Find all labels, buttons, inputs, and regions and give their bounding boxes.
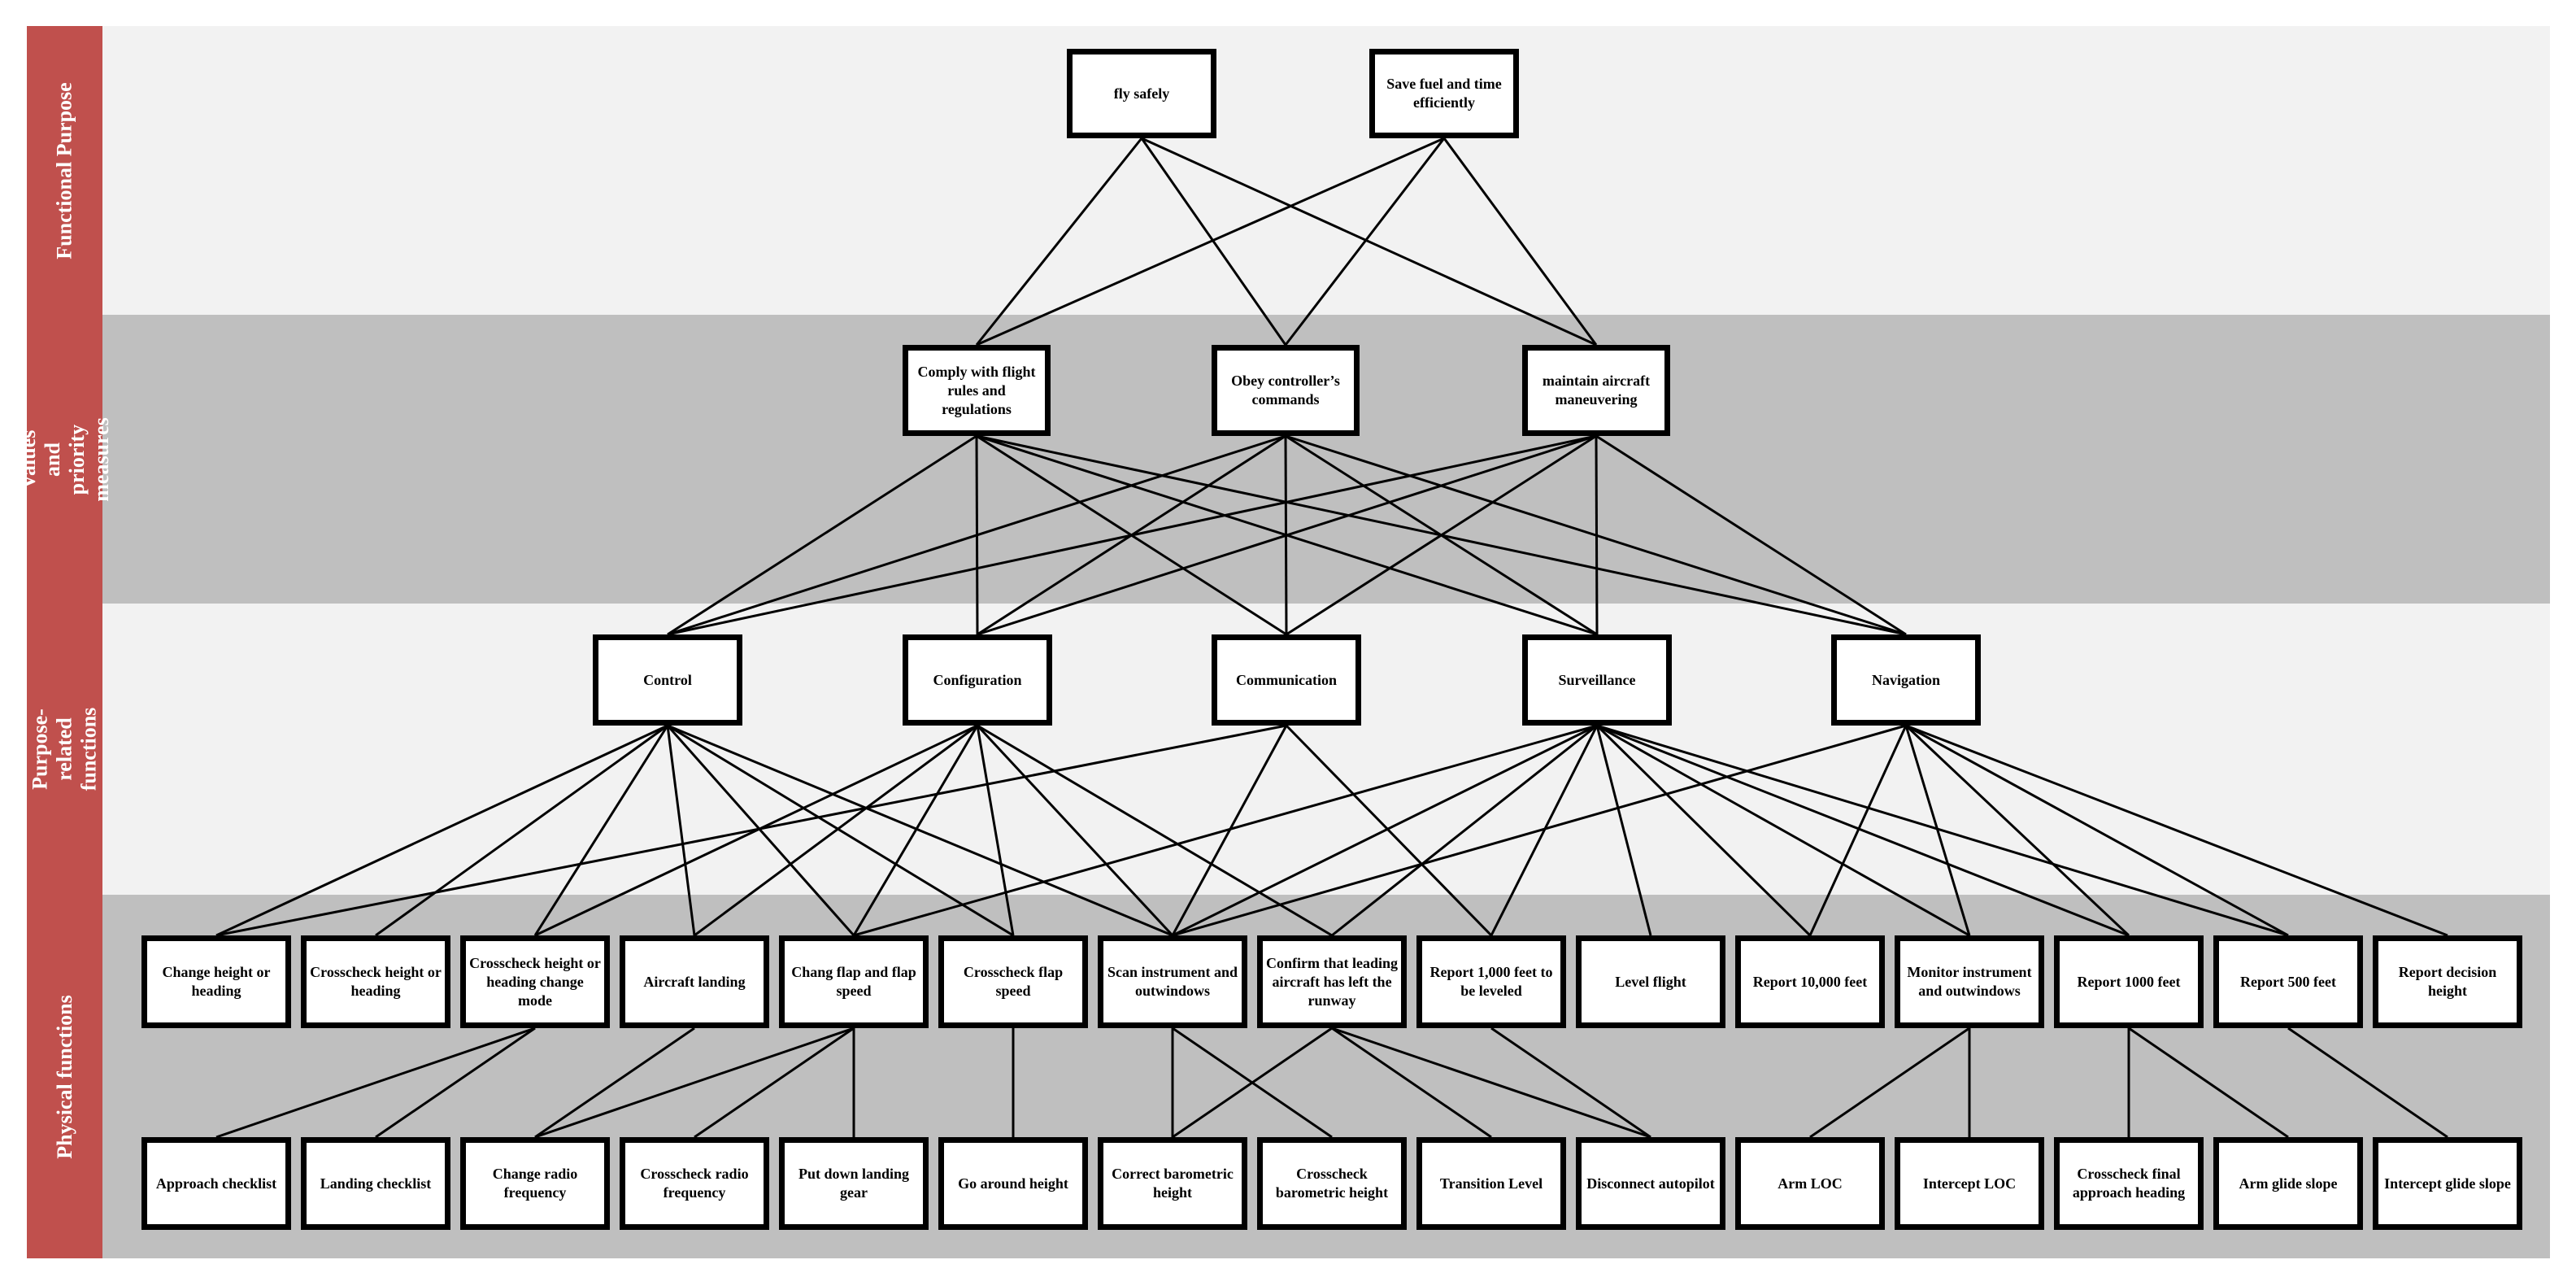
node-transition-level: Transition Level (1416, 1137, 1566, 1230)
link-surveillance-p9 (1490, 725, 1599, 936)
node-report-10000: Report 10,000 feet (1735, 935, 1885, 1028)
link-surveillance-p10 (1595, 725, 1652, 936)
link-p5-b3 (534, 1027, 855, 1139)
link-maintain-surveillance (1595, 435, 1599, 635)
link-p4-b3 (534, 1027, 695, 1139)
link-save_fuel-obey (1284, 137, 1446, 346)
link-control-p2 (375, 724, 668, 937)
link-surveillance-p12 (1596, 724, 1970, 937)
link-p3-b1 (215, 1027, 536, 1139)
node-configuration: Configuration (903, 634, 1052, 726)
link-save_fuel-maintain (1442, 137, 1598, 346)
node-confirm-runway-clear: Confirm that leading aircraft has left t… (1257, 935, 1407, 1028)
link-fly_safely-maintain (1141, 137, 1597, 347)
link-configuration-p6 (976, 725, 1015, 936)
node-level-flight: Level flight (1576, 935, 1725, 1028)
node-crosscheck-final-approach-heading: Crosscheck final approach heading (2054, 1137, 2204, 1230)
node-report-decision-height: Report decision height (2373, 935, 2522, 1028)
link-p14-b15 (2287, 1027, 2448, 1139)
functional-purpose-band (102, 26, 2550, 315)
node-change-radio-frequency: Change radio frequency (460, 1137, 610, 1230)
node-scan-instrument: Scan instrument and outwindows (1098, 935, 1247, 1028)
link-configuration-p5 (852, 725, 979, 936)
link-navigation-p11 (1808, 725, 1908, 936)
link-surveillance-p7 (1172, 724, 1598, 937)
node-communication: Communication (1212, 634, 1361, 726)
link-control-p6 (667, 724, 1014, 937)
link-fly_safely-comply (975, 137, 1143, 346)
link-surveillance-p8 (1331, 724, 1598, 937)
node-obey-controller: Obey controller’s commands (1212, 345, 1360, 436)
link-p9-b10 (1490, 1027, 1651, 1139)
link-p13-b14 (2128, 1027, 2289, 1139)
link-configuration-p8 (977, 724, 1333, 937)
node-maintain-maneuvering: maintain aircraft maneuvering (1522, 345, 1670, 436)
link-p12-b11 (1809, 1027, 1970, 1139)
link-control-p1 (215, 724, 668, 937)
node-crosscheck-heading-change-mode: Crosscheck height or heading change mode (460, 935, 610, 1028)
node-aircraft-landing: Aircraft landing (620, 935, 769, 1028)
node-crosscheck-flap-speed: Crosscheck flap speed (938, 935, 1088, 1028)
node-arm-glide-slope: Arm glide slope (2213, 1137, 2363, 1230)
node-correct-barometric-height: Correct barometric height (1098, 1137, 1247, 1230)
link-p7-b8 (1172, 1027, 1333, 1139)
link-p5-b4 (694, 1027, 855, 1139)
node-report-1000: Report 1000 feet (2054, 935, 2204, 1028)
node-crosscheck-barometric-height: Crosscheck barometric height (1257, 1137, 1407, 1230)
node-report-1000-leveled: Report 1,000 feet to be leveled (1416, 935, 1566, 1028)
link-maintain-communication (1286, 434, 1597, 636)
node-report-500: Report 500 feet (2213, 935, 2363, 1028)
link-p3-b2 (375, 1027, 536, 1139)
node-go-around-height: Go around height (938, 1137, 1088, 1230)
link-control-p5 (666, 725, 855, 936)
node-intercept-loc: Intercept LOC (1895, 1137, 2044, 1230)
link-maintain-configuration (977, 434, 1597, 636)
node-control: Control (593, 634, 742, 726)
link-navigation-p14 (1905, 724, 2289, 937)
node-save-fuel: Save fuel and time efficiently (1369, 49, 1519, 138)
node-fly-safely: fly safely (1067, 49, 1216, 138)
node-intercept-glide-slope: Intercept glide slope (2373, 1137, 2522, 1230)
link-maintain-control (667, 434, 1597, 636)
link-p8-b10 (1331, 1027, 1651, 1139)
link-navigation-p13 (1904, 724, 2130, 937)
link-configuration-p4 (694, 724, 978, 937)
link-surveillance-p5 (853, 724, 1598, 937)
node-crosscheck-radio-frequency: Crosscheck radio frequency (620, 1137, 769, 1230)
node-disconnect-autopilot: Disconnect autopilot (1576, 1137, 1725, 1230)
node-comply-rules: Comply with flight rules and regulations (903, 345, 1051, 436)
link-save_fuel-comply (976, 137, 1445, 347)
link-configuration-p7 (976, 724, 1174, 937)
node-put-down-landing-gear: Put down landing gear (779, 1137, 929, 1230)
link-surveillance-p13 (1596, 724, 2130, 937)
node-arm-loc: Arm LOC (1735, 1137, 1885, 1230)
link-comply-control (667, 434, 977, 636)
node-change-flap-speed: Chang flap and flap speed (779, 935, 929, 1028)
link-p8-b9 (1331, 1027, 1492, 1139)
node-navigation: Navigation (1831, 634, 1981, 726)
node-approach-checklist: Approach checklist (141, 1137, 291, 1230)
link-fly_safely-obey (1140, 137, 1287, 346)
link-control-p7 (667, 724, 1173, 937)
node-monitor-instrument: Monitor instrument and outwindows (1895, 935, 2044, 1028)
node-change-height-heading: Change height or heading (141, 935, 291, 1028)
link-navigation-p7 (1172, 724, 1907, 937)
link-control-p3 (533, 725, 669, 936)
link-control-p4 (666, 725, 696, 936)
node-landing-checklist: Landing checklist (301, 1137, 450, 1230)
link-communication-p1 (215, 724, 1287, 937)
link-surveillance-p14 (1596, 724, 2289, 937)
link-maintain-navigation (1595, 434, 1907, 636)
link-obey-control (667, 434, 1286, 636)
node-crosscheck-height-heading: Crosscheck height or heading (301, 935, 450, 1028)
link-navigation-p15 (1905, 724, 2448, 937)
link-surveillance-p11 (1595, 724, 1812, 937)
link-communication-p9 (1285, 724, 1493, 937)
node-surveillance: Surveillance (1522, 634, 1672, 726)
link-navigation-p12 (1904, 725, 1971, 936)
level-label-bar (27, 26, 102, 1258)
